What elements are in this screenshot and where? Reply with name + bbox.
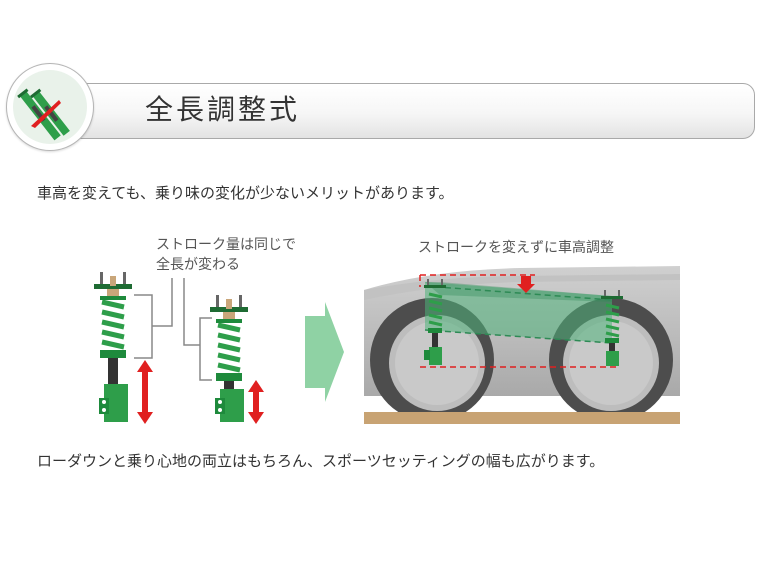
ground bbox=[364, 412, 680, 424]
right-diagram-caption: ストロークを変えずに車高調整 bbox=[418, 240, 614, 256]
page-title: 全長調整式 bbox=[145, 93, 301, 126]
callout-line-2: 全長が変わる bbox=[156, 257, 240, 273]
callout-bracket bbox=[134, 278, 212, 381]
lowering-arrow bbox=[517, 276, 535, 293]
lead-text: 車高を変えても、乗り味の変化が少ないメリットがあります。 bbox=[37, 184, 454, 202]
callout-line-1: ストローク量は同じで bbox=[156, 237, 296, 253]
footer-text: ローダウンと乗り心地の両立はもちろん、スポーツセッティングの幅も広がります。 bbox=[37, 452, 605, 470]
stroke-arrow-long bbox=[137, 360, 153, 424]
coilover-badge bbox=[6, 63, 94, 151]
coilover-short bbox=[210, 295, 248, 422]
section-header-bar bbox=[40, 83, 755, 139]
rear-coilover bbox=[601, 290, 623, 366]
callout-text: ストローク量は同じで 全長が変わる bbox=[156, 235, 296, 275]
front-coilover bbox=[424, 279, 446, 365]
coilover-icon bbox=[13, 70, 87, 144]
stroke-arrow-short bbox=[248, 380, 264, 424]
coilover-long bbox=[94, 272, 132, 422]
